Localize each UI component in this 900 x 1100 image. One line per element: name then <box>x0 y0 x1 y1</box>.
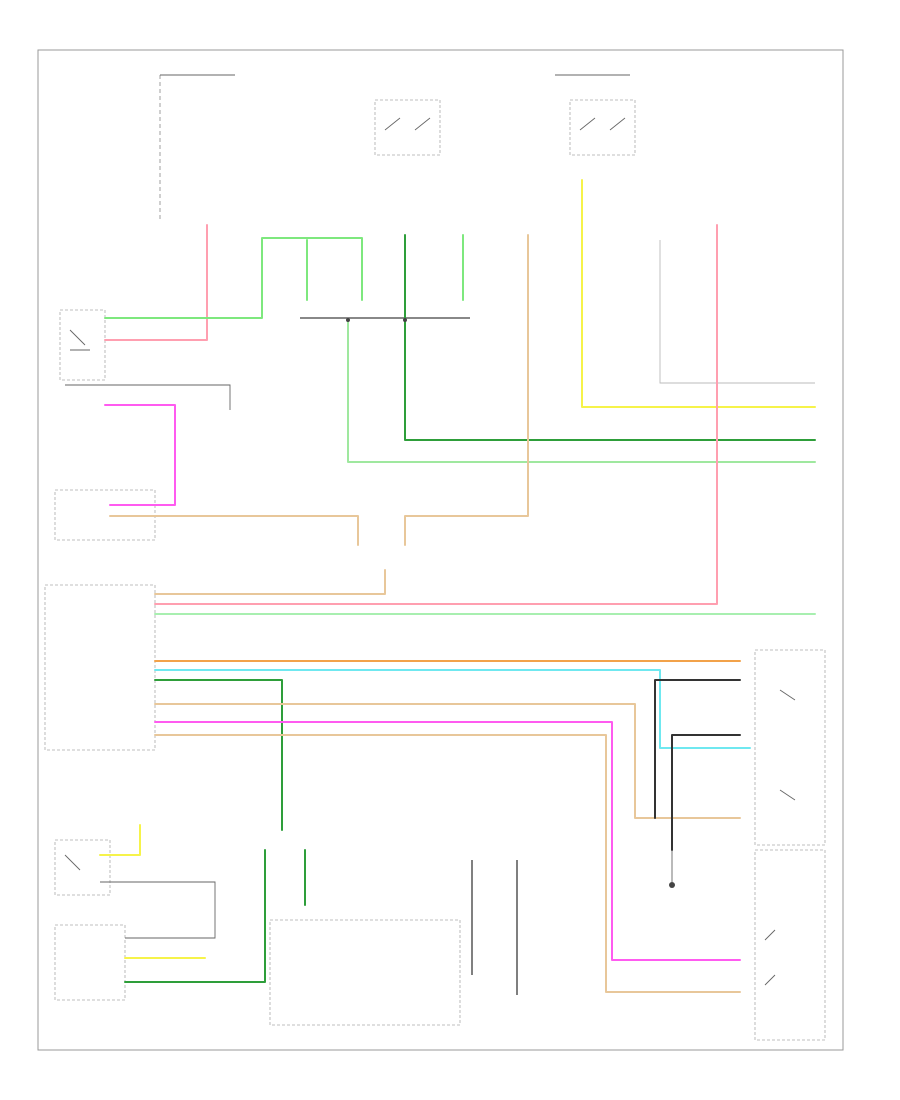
wire-cyan <box>154 669 751 749</box>
wire-gray-bottom <box>100 881 216 939</box>
wire-tan <box>404 234 529 546</box>
wire-gray-right <box>659 240 815 384</box>
relay-right-icon <box>569 99 636 156</box>
splice-node <box>346 318 350 322</box>
bottom-center-module <box>269 919 461 1026</box>
wire-dark-green-bottom <box>124 849 266 983</box>
wire-black <box>654 679 741 851</box>
ambient-light-sensor-switch <box>59 309 106 381</box>
wire-dark-green-down <box>154 679 283 831</box>
wire-tan-bottom <box>154 734 741 993</box>
switch-ground-line <box>65 384 231 410</box>
wire-magenta-upper <box>104 404 176 506</box>
wire-pink-long <box>154 224 718 605</box>
right-switch-top <box>754 649 826 846</box>
bottom-left-module <box>54 924 126 1001</box>
wire-tan-left <box>109 515 359 546</box>
wire-yellow-bottom <box>99 824 206 959</box>
wire-magenta-lower <box>154 721 741 961</box>
wire-green-loop <box>104 237 363 319</box>
right-switch-bottom <box>754 849 826 1041</box>
instrument-panel-module-connector <box>44 584 156 751</box>
diagram-frame <box>37 49 844 1051</box>
sensor-box-left <box>54 839 111 896</box>
wire-pink-left <box>104 224 208 341</box>
wire-tan-down <box>154 569 386 595</box>
wire-tan-lower <box>154 703 741 819</box>
wire-yellow <box>581 179 816 408</box>
wire-dark-green <box>404 234 816 441</box>
ground-icon <box>669 850 675 888</box>
splice-node <box>403 318 407 322</box>
wire-green-mid <box>347 319 816 463</box>
relay-left-icon <box>374 99 441 156</box>
